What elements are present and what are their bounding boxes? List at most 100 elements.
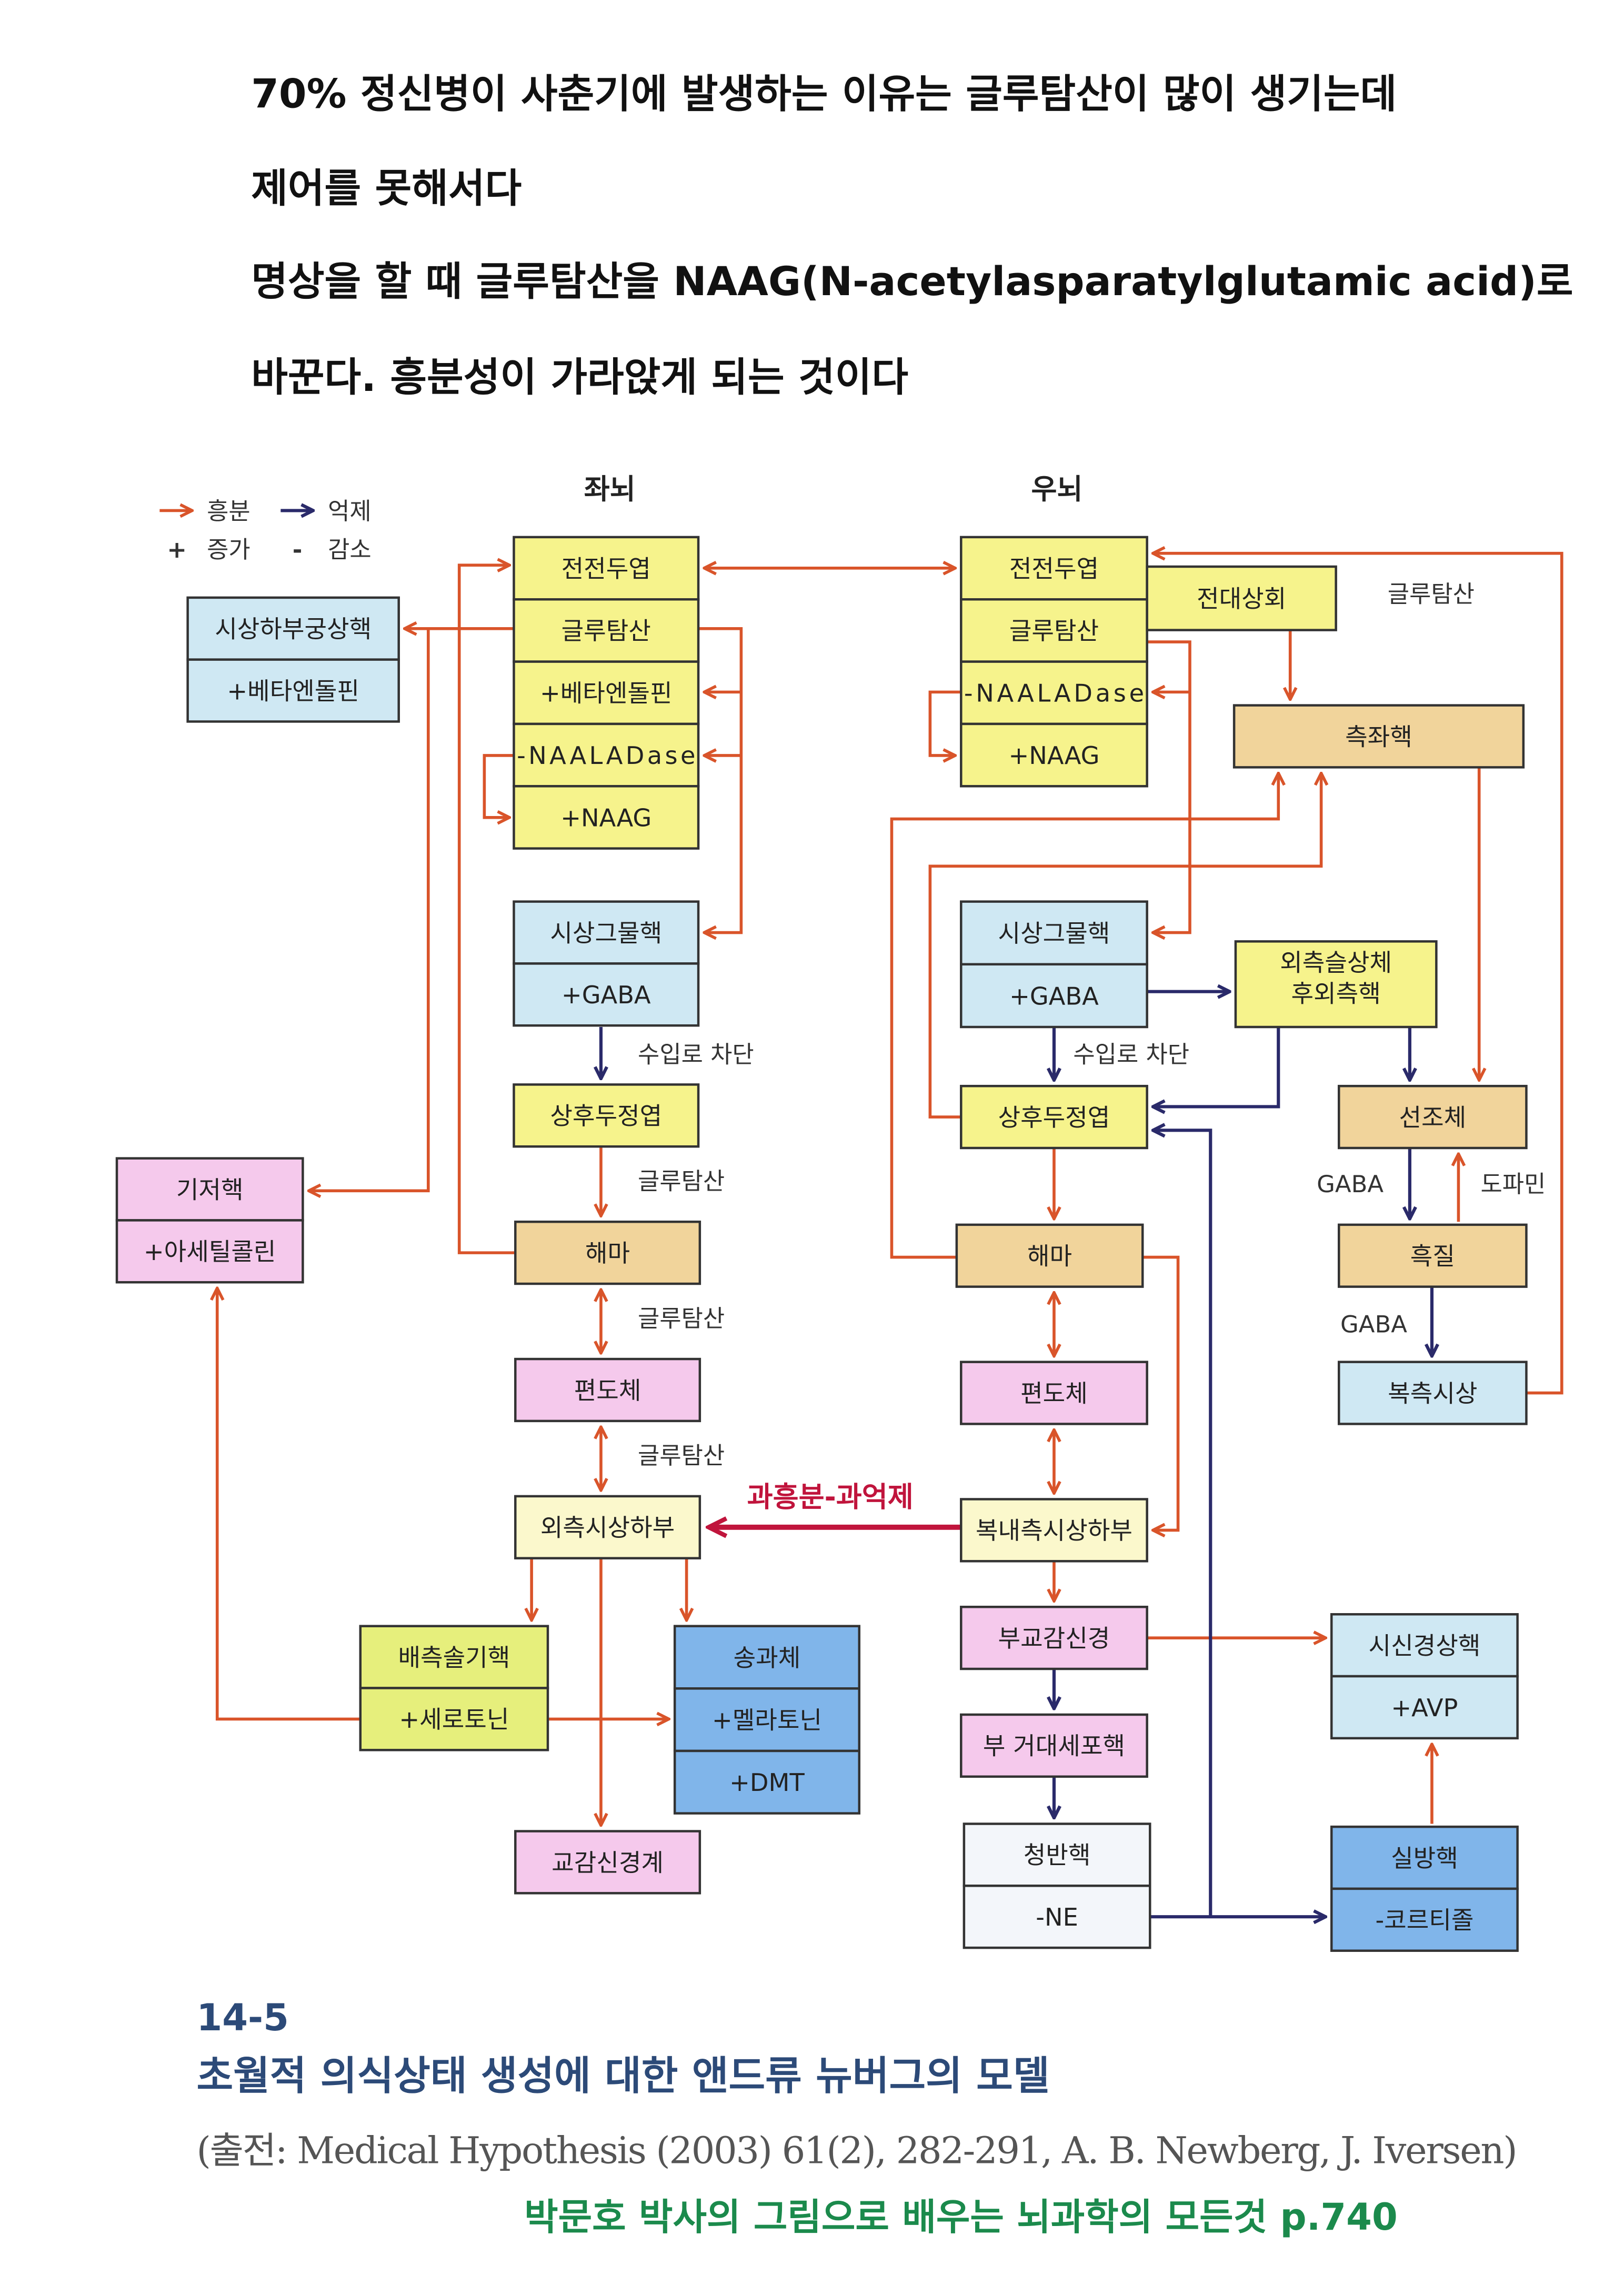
node-striatum: 선조체 <box>1338 1084 1528 1150</box>
header-line-1: 70% 정신병이 사춘기에 발생하는 이유는 글루탐산이 많이 생기는데 <box>251 71 1397 117</box>
node-raphe: 배측솔기핵+세로토닌 <box>359 1625 549 1751</box>
node-sn: 흑질 <box>1338 1223 1528 1288</box>
node-vthal: 복측시상 <box>1338 1361 1528 1425</box>
node-label: 복내측시상하부 <box>976 1516 1132 1545</box>
node-label: 청반핵 <box>1024 1841 1091 1869</box>
node-basal: 기저핵 +아세틸콜린 <box>115 1157 304 1284</box>
node-box <box>513 722 700 788</box>
header-line-4: 바꾼다. 흥분성이 가라앉게 되는 것이다 <box>251 354 908 400</box>
node-box <box>960 536 1148 601</box>
node-label: 시상하부궁상핵 <box>215 615 372 643</box>
node-box <box>513 660 700 726</box>
node-label: -NAALADase <box>964 679 1144 708</box>
node-label: 시상그물핵 <box>998 919 1110 948</box>
node-label: 부 거대세포핵 <box>983 1732 1125 1760</box>
node-box <box>513 598 700 663</box>
label-block-right: 수입로 차단 <box>1073 1040 1189 1068</box>
node-label: +아세틸콜린 <box>144 1237 276 1266</box>
node-lc: 청반핵 -NE <box>963 1822 1151 1949</box>
node-box <box>513 785 700 850</box>
node-box <box>963 1885 1151 1949</box>
node-label: 흑질 <box>1410 1242 1455 1271</box>
node-box <box>514 1220 701 1285</box>
node-box <box>186 658 400 723</box>
node-gigant: 부 거대세포핵 <box>960 1713 1148 1778</box>
node-box <box>115 1157 304 1222</box>
node-box <box>359 1687 549 1751</box>
node-box <box>673 1625 860 1690</box>
node-box <box>1146 565 1337 631</box>
node-label: 복측시상 <box>1388 1379 1477 1407</box>
node-label: 전전두엽 <box>562 555 651 583</box>
node-label: +GABA <box>562 981 651 1009</box>
node-label: 기저핵 <box>176 1175 244 1204</box>
node-label: 후외측핵 <box>1291 979 1381 1008</box>
node-box <box>960 1498 1148 1563</box>
node-r-hippo: 해마 <box>955 1223 1144 1288</box>
node-box <box>513 536 700 601</box>
legend-excite: 흥분 <box>207 497 250 525</box>
node-l-psp: 상후두정엽 <box>513 1083 700 1148</box>
header-line-3: 명상을 할 때 글루탐산을 NAAG(N-acetylasparatylglut… <box>251 258 1573 305</box>
node-box <box>960 1605 1148 1670</box>
node-label: +베타엔돌핀 <box>227 677 359 705</box>
node-label: 상후두정엽 <box>550 1102 662 1130</box>
figure-source: (출전: Medical Hypothesis (2003) 61(2), 28… <box>196 2129 1517 2172</box>
node-box <box>1330 1675 1519 1740</box>
node-lat-hypo: 외측시상하부 <box>514 1495 701 1559</box>
label-dopamine: 도파민 <box>1480 1170 1546 1198</box>
node-box <box>514 1495 701 1559</box>
node-label: 상후두정엽 <box>998 1103 1110 1132</box>
node-box <box>960 722 1148 788</box>
node-label: 편도체 <box>574 1376 641 1405</box>
node-vmh: 복내측시상하부 <box>960 1498 1148 1563</box>
node-box <box>673 1749 860 1815</box>
node-label: 글루탐산 <box>562 617 651 645</box>
node-box <box>1330 1887 1519 1952</box>
legend-decrease: 감소 <box>328 536 372 563</box>
node-box <box>1232 704 1525 769</box>
node-parasymp: 부교감신경 <box>960 1605 1148 1670</box>
right-brain-title: 우뇌 <box>1031 473 1083 506</box>
label-glutamate-2: 글루탐산 <box>638 1304 725 1332</box>
node-pvn: 실방핵-코르티졸 <box>1330 1825 1519 1952</box>
node-label: 해마 <box>1027 1242 1072 1271</box>
node-acc: 전대상회 <box>1146 565 1337 631</box>
node-label: -NE <box>1036 1903 1078 1931</box>
node-label: 교감신경계 <box>552 1848 664 1877</box>
node-box <box>513 900 700 965</box>
node-box <box>955 1223 1144 1288</box>
node-symp: 교감신경계 <box>514 1830 701 1895</box>
node-l-amyg: 편도체 <box>514 1357 701 1423</box>
node-label: +GABA <box>1009 982 1099 1010</box>
node-box <box>963 1822 1151 1887</box>
node-label: +베타엔돌핀 <box>540 679 673 708</box>
label-gaba-1: GABA <box>1317 1170 1384 1198</box>
node-r-psp: 상후두정엽 <box>960 1084 1148 1150</box>
node-box <box>960 1361 1148 1425</box>
node-label: 실방핵 <box>1391 1844 1458 1872</box>
node-label: 배측솔기핵 <box>398 1643 510 1671</box>
label-gaba-2: GABA <box>1340 1311 1407 1338</box>
label-hyper: 과흥분-과억제 <box>747 1481 914 1514</box>
node-box <box>513 1083 700 1148</box>
node-label: 측좌핵 <box>1345 722 1412 751</box>
node-label: 선조체 <box>1399 1103 1466 1132</box>
node-r-amyg: 편도체 <box>960 1361 1148 1425</box>
node-label: 외측슬상체 <box>1280 948 1392 976</box>
node-box <box>1330 1825 1519 1890</box>
node-box <box>960 963 1148 1029</box>
node-label: +AVP <box>1391 1694 1458 1722</box>
node-box <box>186 596 400 661</box>
node-label: +멜라토닌 <box>712 1706 822 1734</box>
node-label: +DMT <box>729 1768 805 1797</box>
node-son: 시신경상핵+AVP <box>1330 1613 1519 1740</box>
node-label: +NAAG <box>560 803 651 832</box>
node-label: 전전두엽 <box>1009 555 1099 583</box>
node-label: 시상그물핵 <box>550 919 662 947</box>
node-box <box>1338 1223 1528 1288</box>
node-box <box>1234 940 1438 1029</box>
